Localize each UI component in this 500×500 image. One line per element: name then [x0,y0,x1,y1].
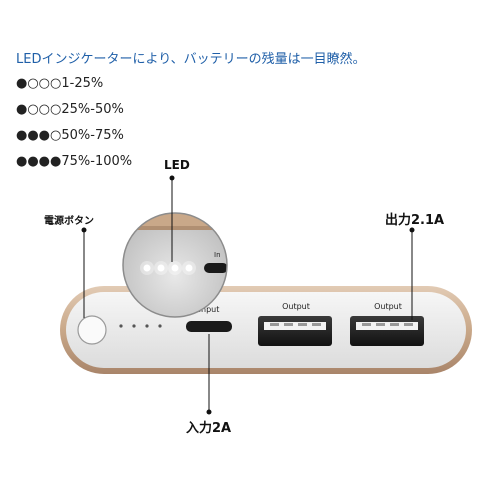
usb-pin [404,323,413,326]
legend-row-4: ●●●●75%-100% [16,154,132,169]
usb-pin [312,323,321,326]
usb-pin [390,323,399,326]
usb-pin [270,323,279,326]
power-button-callout-label: 電源ボタン [44,216,94,227]
headline: LEDインジケーターにより、バッテリーの残量は一目瞭然。 [16,52,366,67]
micro-usb-input-port [186,321,232,332]
output-port-1-label: Output [282,302,310,311]
usb-output-port-2 [350,316,424,346]
usb-output-port-1 [258,316,332,346]
legend-row-1: ●○○○1-25% [16,76,103,91]
usb-tongue [264,322,326,330]
legend-dots: ●○○○ [16,102,62,117]
legend-dots: ●●●○ [16,128,62,143]
usb-tongue [356,322,418,330]
zoom-led-dot [143,264,151,272]
legend-range: 25%-50% [61,102,124,117]
usb-pin [362,323,371,326]
legend-range: 75%-100% [61,154,133,169]
led-dot [145,324,149,328]
zoom-led-dot [171,264,179,272]
led-callout-label: LED [164,158,190,172]
zoom-led-dot [185,264,193,272]
led-dot [119,324,123,328]
legend-range: 50%-75% [61,128,124,143]
usb-pin [376,323,385,326]
legend-dots: ●○○○ [16,76,62,91]
legend-range: 1-25% [61,76,104,91]
output-callout-label: 出力2.1A [385,213,445,228]
usb-pin [284,323,293,326]
legend-row-2: ●○○○25%-50% [16,102,124,117]
output-port-2-label: Output [374,302,402,311]
usb-pin [298,323,307,326]
zoom-led-dot [157,264,165,272]
power-button[interactable] [77,315,107,345]
led-dot [158,324,162,328]
input-port-label: Input [199,305,220,314]
legend-dots: ●●●● [16,154,62,169]
zoom-input-label: In [214,251,221,259]
led-zoom-magnifier: In [123,213,227,317]
legend-row-3: ●●●○50%-75% [16,128,124,143]
input-callout-label: 入力2A [186,421,232,436]
led-dot [132,324,136,328]
